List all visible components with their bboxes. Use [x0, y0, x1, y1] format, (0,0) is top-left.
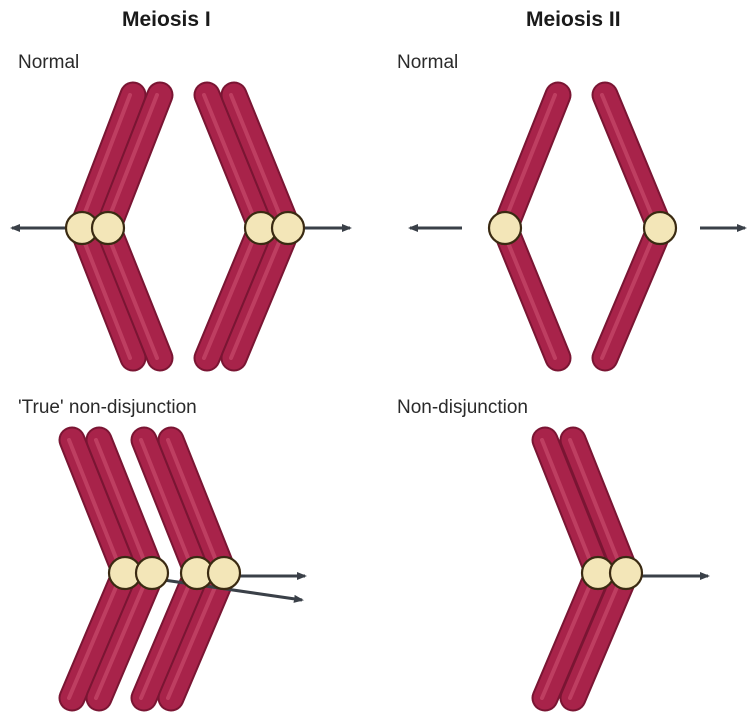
m1-left-centromere-b [92, 212, 124, 244]
m2-right-centromere [644, 212, 676, 244]
m2-right-chromatid-upper-arm-body [605, 95, 660, 228]
m2-left-chromatid-lower-arm [502, 228, 558, 358]
m2-left-chromatid-upper-arm [502, 95, 558, 228]
m1nd-centromere-4 [208, 557, 240, 589]
m1nd-centromere-2 [136, 557, 168, 589]
m2-right-chromatid-upper-arm [602, 95, 660, 228]
m2-right-chromatid-lower-arm-highlight [602, 228, 657, 358]
m2-right-chromatid-lower-arm [602, 228, 660, 358]
m2-left-centromere [489, 212, 521, 244]
m2-left-chromatid-lower-arm-body [505, 228, 558, 358]
m2-left-chromatid-lower-arm-highlight [502, 228, 555, 358]
m2-left-chromatid-upper-arm-body [505, 95, 558, 228]
m2-left-chromatid-upper-arm-highlight [502, 95, 555, 228]
chromatid-group [69, 95, 660, 698]
m1-right-centromere-b [272, 212, 304, 244]
m2nd-centromere-b [610, 557, 642, 589]
m2-right-chromatid-upper-arm-highlight [602, 95, 657, 228]
m2-right-chromatid-lower-arm-body [605, 228, 660, 358]
